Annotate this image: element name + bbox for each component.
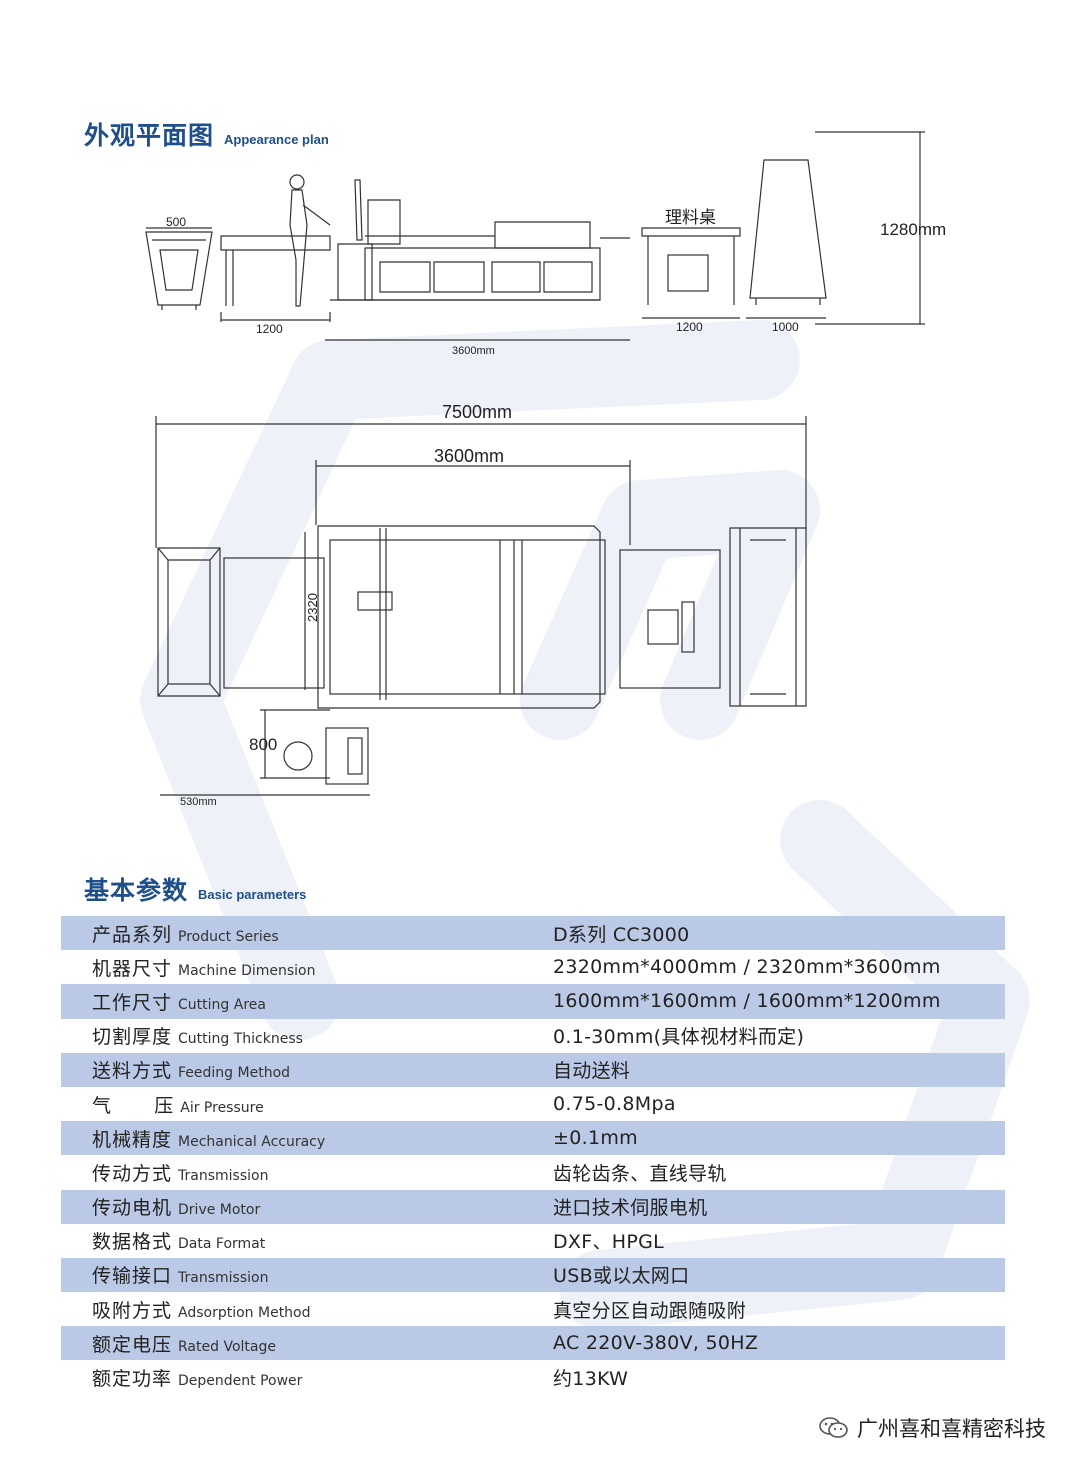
- console-top: [325, 727, 369, 785]
- feed-table: [220, 235, 331, 251]
- sorting-table-top: [619, 549, 721, 689]
- row-label-zh: 工作尺寸: [92, 991, 173, 1014]
- table-row: 产品系列 Product Series D系列 CC3000: [61, 916, 1005, 951]
- row-label-zh: 产品系列: [92, 923, 173, 946]
- row-value: 0.1-30mm(具体视材料而定): [553, 1026, 805, 1049]
- row-label-zh: 额定功率: [92, 1368, 173, 1391]
- row-label-en: Product Series: [178, 928, 279, 945]
- row-label-en: Mechanical Accuracy: [178, 1133, 326, 1150]
- row-label-zh: 传动电机: [92, 1197, 173, 1220]
- console-width-label: 530mm: [180, 796, 217, 808]
- row-label-en: Adsorption Method: [178, 1304, 311, 1321]
- row-value: 2320mm*4000mm / 2320mm*3600mm: [553, 956, 941, 979]
- machine-width-label: 2320: [305, 593, 320, 622]
- bin-width-label: 500: [166, 215, 186, 229]
- side-view-drawing: 500 理料桌 1280mm 1200 3600mm 1200 1000: [145, 131, 946, 357]
- feed-table-top: [223, 557, 325, 689]
- sorting-table: [641, 227, 741, 237]
- table-row: 额定功率 Dependent Power 约13KW: [61, 1360, 1005, 1394]
- row-label-en: Dependent Power: [178, 1373, 303, 1390]
- feed-length-label: 1200: [256, 322, 283, 336]
- row-label-zh: 吸附方式: [92, 1299, 173, 1322]
- machine-length-label: 3600mm: [452, 345, 495, 357]
- brand-account: 广州喜和喜精密科技: [819, 1413, 1046, 1443]
- appearance-section-title: 外观平面图 Appearance plan: [84, 116, 329, 152]
- operator-figure: [289, 174, 331, 307]
- table-length-label: 1200: [676, 320, 703, 334]
- row-label-zh: 传输接口: [92, 1265, 173, 1288]
- row-label-zh: 额定电压: [92, 1333, 173, 1356]
- appearance-title-zh: 外观平面图: [84, 121, 215, 150]
- row-value: 1600mm*1600mm / 1600mm*1200mm: [553, 990, 941, 1013]
- wechat-icon: [819, 1417, 848, 1438]
- row-label-en: Cutting Area: [178, 996, 266, 1013]
- row-value: D系列 CC3000: [553, 923, 690, 946]
- row-value: 齿轮齿条、直线导轨: [553, 1162, 727, 1185]
- rack-top: [729, 527, 807, 707]
- row-label-en: Feeding Method: [178, 1065, 291, 1082]
- parameters-title-en: Basic parameters: [198, 887, 307, 902]
- table-row: 切割厚度 Cutting Thickness 0.1-30mm(具体视材料而定): [61, 1019, 1005, 1053]
- rack-length-label: 1000: [772, 320, 799, 334]
- row-label-zh: 切割厚度: [92, 1026, 173, 1049]
- top-view-drawing: 7500mm 3600mm 2320 800 530mm: [155, 402, 807, 808]
- console-depth-label: 800: [249, 735, 277, 754]
- table-row: 工作尺寸 Cutting Area 1600mm*1600mm / 1600mm*…: [61, 984, 1005, 1019]
- table-row: 机械精度 Mechanical Accuracy ±0.1mm: [61, 1121, 1005, 1156]
- table-row: 传输接口 Transmission USB或以太网口: [61, 1257, 1005, 1293]
- row-label-en: Drive Motor: [178, 1202, 261, 1219]
- row-value: 进口技术伺服电机: [553, 1197, 708, 1220]
- row-value: DXF、HPGL: [553, 1231, 665, 1254]
- table-row: 传动方式 Transmission 齿轮齿条、直线导轨: [61, 1155, 1005, 1189]
- row-label-en: Air Pressure: [180, 1099, 264, 1116]
- row-label-zh: 机器尺寸: [92, 957, 173, 980]
- row-value: AC 220V-380V, 50HZ: [553, 1332, 759, 1355]
- row-value: 约13KW: [553, 1368, 629, 1391]
- parameters-table: 产品系列 Product Series D系列 CC3000 机器尺寸 Machin…: [61, 916, 1005, 1395]
- table-row: 吸附方式 Adsorption Method 真空分区自动跟随吸附: [61, 1292, 1005, 1326]
- row-label-zh: 气 压: [92, 1094, 175, 1117]
- row-label-zh: 传动方式: [92, 1162, 173, 1185]
- table-row: 机器尺寸 Machine Dimension 2320mm*4000mm / 23…: [61, 950, 1005, 984]
- table-row: 气 压 Air Pressure 0.75-0.8Mpa: [61, 1087, 1005, 1121]
- parameters-section-title: 基本参数 Basic parameters: [84, 871, 306, 907]
- waste-bin: [145, 231, 213, 306]
- row-value: USB或以太网口: [553, 1265, 690, 1288]
- bin-top: [157, 547, 221, 697]
- table-row: 传动电机 Drive Motor 进口技术伺服电机: [61, 1189, 1005, 1224]
- appearance-title-en: Appearance plan: [224, 132, 329, 147]
- cutter-gantry: [337, 243, 373, 301]
- parameters-title-zh: 基本参数: [84, 876, 189, 905]
- row-label-en: Data Format: [178, 1236, 266, 1253]
- height-label: 1280mm: [880, 220, 946, 239]
- row-value: ±0.1mm: [553, 1127, 638, 1150]
- row-label-en: Machine Dimension: [178, 962, 316, 979]
- row-value: 真空分区自动跟随吸附: [553, 1299, 747, 1322]
- row-label-zh: 数据格式: [92, 1231, 173, 1254]
- table-name-label: 理料桌: [665, 208, 716, 227]
- brand-name: 广州喜和喜精密科技: [857, 1417, 1046, 1441]
- material-rack: [749, 159, 827, 299]
- table-row: 数据格式 Data Format DXF、HPGL: [61, 1224, 1005, 1258]
- machine-frame: [317, 525, 601, 709]
- row-label-en: Rated Voltage: [178, 1338, 276, 1355]
- table-row: 额定电压 Rated Voltage AC 220V-380V, 50HZ: [61, 1326, 1005, 1361]
- row-label-en: Transmission: [178, 1270, 269, 1287]
- total-length-label: 7500mm: [442, 402, 512, 422]
- table-row: 送料方式 Feeding Method 自动送料: [61, 1052, 1005, 1087]
- row-label-zh: 机械精度: [92, 1128, 173, 1151]
- row-value: 0.75-0.8Mpa: [553, 1093, 676, 1116]
- machine-length-top-label: 3600mm: [434, 446, 504, 466]
- row-value: 自动送料: [553, 1060, 631, 1083]
- row-label-zh: 送料方式: [92, 1060, 173, 1083]
- row-label-en: Cutting Thickness: [178, 1031, 303, 1048]
- row-label-en: Transmission: [178, 1167, 269, 1184]
